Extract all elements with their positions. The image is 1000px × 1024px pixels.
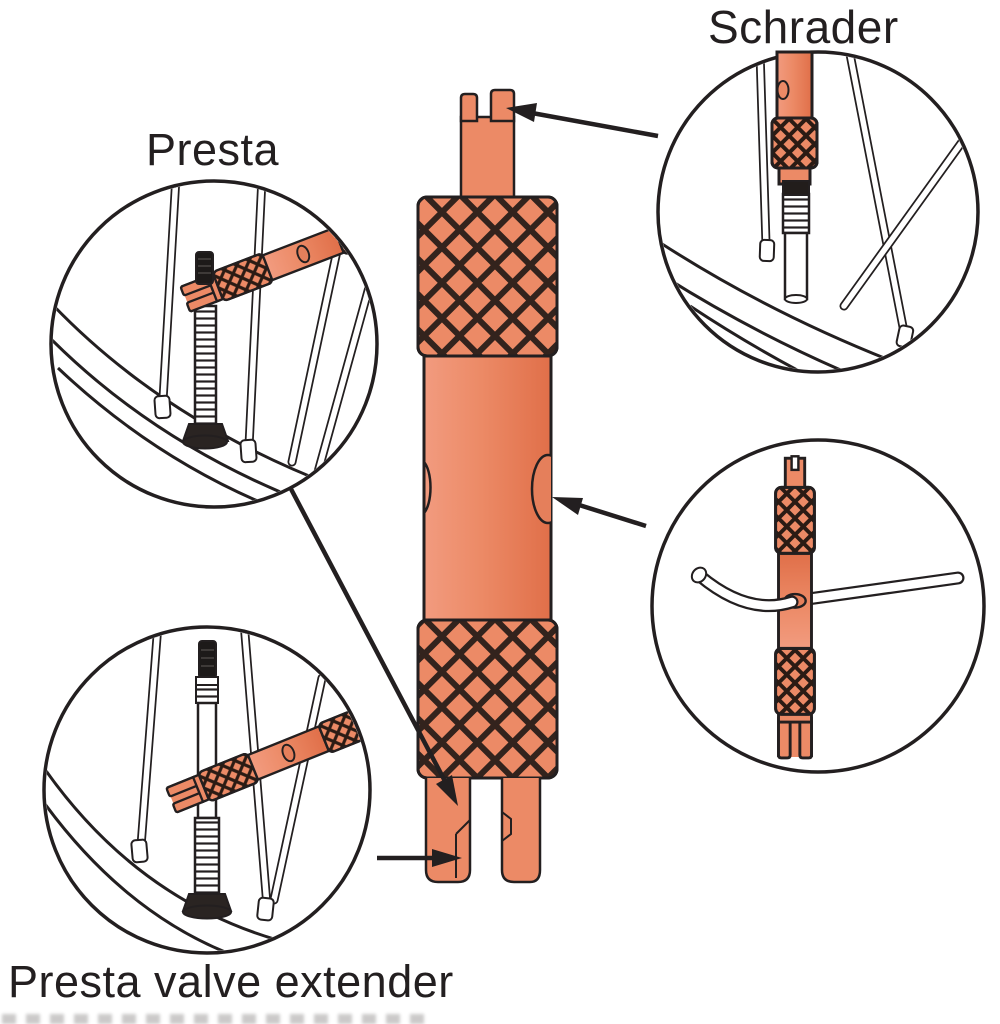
spoke-nipple <box>256 896 275 922</box>
arrow-to-presta-fork <box>289 487 458 806</box>
spoke-nipple <box>130 838 149 864</box>
valve-tool-mini-vertical <box>770 50 819 196</box>
lever-rod-rear <box>801 571 965 606</box>
lever-detail-circle <box>650 438 986 774</box>
presta-valve-tip <box>195 251 214 285</box>
spokes <box>755 54 967 349</box>
spoke-nipple <box>758 238 776 263</box>
lever-hole <box>530 453 551 525</box>
presta-detail-circle <box>49 179 379 509</box>
lever-circle-outline <box>650 438 986 774</box>
arrow-to-lever-hole <box>552 497 647 529</box>
lever-hole-far-side <box>424 460 432 515</box>
presta-label: Presta <box>146 124 280 175</box>
cropped-text-artifact <box>2 1014 432 1024</box>
lever-rod-front <box>690 566 799 613</box>
arrow-to-schrader-tip <box>506 103 659 139</box>
spokes <box>153 183 375 477</box>
main-valve-tool <box>416 88 559 884</box>
presta-valve-stem <box>181 304 230 450</box>
bottom-knurl-grip <box>416 618 559 780</box>
valve-core-engagement <box>782 180 810 196</box>
schrader-valve <box>781 192 811 304</box>
schrader-circle-outline <box>656 50 980 374</box>
schrader-label: Schrader <box>708 1 899 53</box>
wheel-rim-arcs <box>660 238 976 370</box>
tool-body <box>422 354 553 622</box>
spoke-nipple <box>239 438 258 464</box>
extender-detail-circle <box>42 625 372 955</box>
schrader-slotted-tip <box>459 88 516 199</box>
presta-valve-extender-label: Presta valve extender <box>8 956 454 1007</box>
presta-fork-prongs <box>424 778 542 884</box>
rod-end-cap <box>690 566 708 584</box>
top-knurl-grip <box>416 195 559 358</box>
arrow-to-extender-fork <box>377 849 462 867</box>
spoke-nipple <box>153 394 172 420</box>
schrader-detail-circle <box>656 50 980 374</box>
